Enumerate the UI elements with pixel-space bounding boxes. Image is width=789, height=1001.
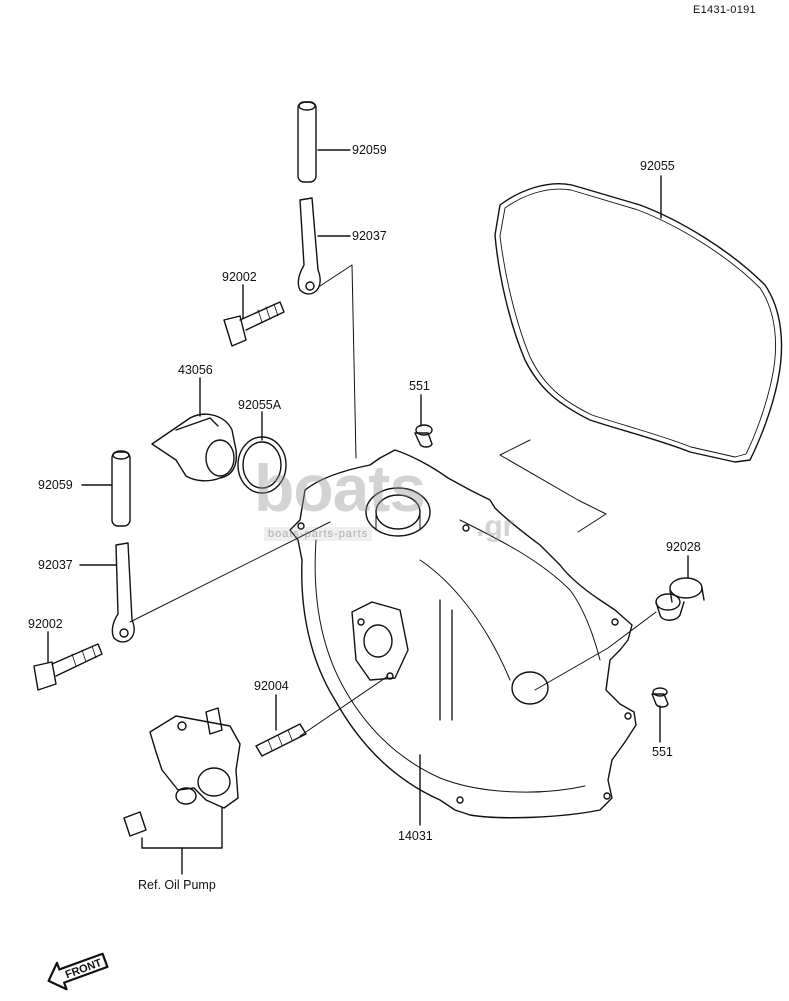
part-label-92055A[interactable]: 92055A <box>238 398 282 412</box>
part-label-92059-left[interactable]: 92059 <box>38 478 73 492</box>
diagram-code: E1431-0191 <box>693 4 756 16</box>
oil-pump-body <box>149 715 241 809</box>
cap-43056-shape <box>151 413 238 482</box>
part-label-14031[interactable]: 14031 <box>398 829 433 843</box>
part-label-92028[interactable]: 92028 <box>666 540 701 554</box>
part-label-92059-top[interactable]: 92059 <box>352 143 387 157</box>
part-label-92037-top[interactable]: 92037 <box>352 229 387 243</box>
part-label-551-right[interactable]: 551 <box>652 745 673 759</box>
cover-14031-outline <box>289 449 637 819</box>
part-label-92055[interactable]: 92055 <box>640 159 675 173</box>
watermark-main: boats <box>254 451 426 525</box>
part-label-92037-left[interactable]: 92037 <box>38 558 73 572</box>
front-arrow-icon: FRONT <box>47 952 109 991</box>
part-label-92002-left[interactable]: 92002 <box>28 617 63 631</box>
watermark-sub: boats-parts-parts <box>264 527 373 541</box>
part-label-43056[interactable]: 43056 <box>178 363 213 377</box>
part-label-92004[interactable]: 92004 <box>254 679 289 693</box>
watermark-tld: .gr <box>476 510 515 543</box>
front-arrow-indicator: FRONT <box>42 940 114 1001</box>
part-label-92002-top[interactable]: 92002 <box>222 270 257 284</box>
gasket-ring-92055 <box>494 183 783 463</box>
part-label-551-top[interactable]: 551 <box>409 379 430 393</box>
ref-oil-pump-label: Ref. Oil Pump <box>138 878 216 892</box>
